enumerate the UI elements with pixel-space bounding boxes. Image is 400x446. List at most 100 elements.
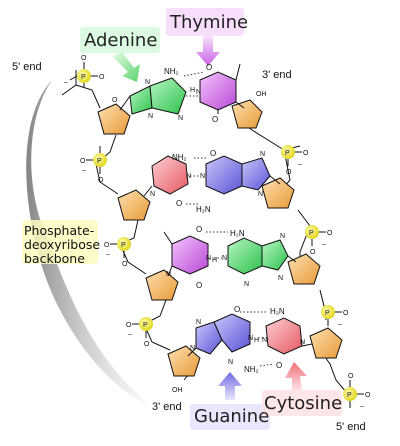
svg-text:N: N: [148, 113, 153, 120]
adenine-label-highlight: [80, 27, 160, 53]
svg-text:N: N: [258, 191, 263, 198]
thymine-base: O N H O: [190, 63, 245, 124]
svg-text:N: N: [244, 281, 249, 288]
svg-text:N: N: [196, 89, 201, 96]
guanine-base: N N O N H N NH₂: [187, 305, 259, 374]
svg-text:N: N: [200, 173, 205, 180]
backbone-label-line2: deoxyribose: [24, 237, 100, 252]
svg-text:N: N: [190, 345, 195, 352]
deoxyribose-sugar: [167, 345, 201, 377]
svg-text:O: O: [99, 74, 105, 81]
phosphate-group: P O O –: [64, 55, 105, 88]
thymine-arrow: [196, 36, 220, 66]
cytosine-arrow: [285, 362, 307, 392]
adenine-label: Adenine: [84, 30, 157, 51]
svg-text:N: N: [186, 173, 191, 180]
svg-text:N: N: [145, 79, 150, 86]
svg-text:H: H: [190, 87, 195, 94]
svg-text:O: O: [112, 97, 118, 104]
svg-text:O: O: [196, 281, 202, 290]
svg-text:N: N: [280, 233, 285, 240]
svg-text:O: O: [81, 55, 87, 62]
guanine-label-highlight: [190, 404, 270, 430]
svg-text:O: O: [176, 199, 182, 208]
phosphate-group: P O O –: [305, 225, 333, 256]
backbone-bracket: [26, 80, 150, 405]
svg-text:P: P: [285, 150, 290, 157]
svg-text:N: N: [178, 115, 183, 122]
svg-text:N: N: [260, 151, 265, 158]
svg-text:O: O: [210, 149, 216, 158]
svg-text:P: P: [143, 322, 148, 329]
svg-text:P: P: [347, 392, 352, 399]
five-prime-end-bottom-label: 5' end: [336, 421, 366, 433]
cytosine-label: Cytosine: [264, 393, 342, 414]
svg-text:NH₂: NH₂: [244, 365, 259, 374]
svg-text:O: O: [234, 305, 240, 314]
adenine-arrow: [112, 52, 140, 82]
svg-text:OH: OH: [256, 91, 267, 98]
guanine-label: Guanine: [194, 406, 269, 427]
deoxyribose-sugar: [97, 103, 131, 135]
three-prime-end-bottom-label: 3' end: [152, 401, 182, 413]
svg-text:NH₂: NH₂: [172, 153, 187, 162]
svg-text:O: O: [80, 158, 86, 165]
svg-text:O: O: [122, 261, 128, 268]
svg-text:O: O: [276, 361, 282, 370]
svg-text:–: –: [64, 79, 68, 86]
cytosine-base: H₂N N O N: [262, 307, 313, 370]
phosphate-group: P O O –: [80, 146, 107, 184]
svg-text:O: O: [206, 63, 212, 72]
guanine-arrow: [218, 372, 242, 400]
svg-text:O: O: [104, 242, 110, 249]
svg-text:N: N: [206, 255, 211, 262]
svg-text:N: N: [222, 255, 227, 262]
svg-text:P: P: [121, 242, 126, 249]
svg-text:–: –: [82, 167, 86, 174]
svg-text:N: N: [300, 339, 305, 346]
svg-text:O: O: [327, 230, 333, 237]
deoxyribose-sugar: [231, 99, 263, 129]
svg-text:O: O: [303, 150, 309, 157]
phosphate-group: P O O –: [104, 237, 131, 268]
svg-text:O: O: [343, 310, 349, 317]
svg-text:–: –: [106, 251, 110, 258]
svg-text:OH: OH: [172, 387, 183, 394]
adenine-base: N N N NH₂: [119, 67, 187, 122]
svg-text:O: O: [126, 322, 132, 329]
svg-text:N: N: [150, 191, 155, 198]
svg-text:H₂N: H₂N: [196, 205, 211, 214]
deoxyribose-sugar: [261, 177, 295, 209]
svg-text:O: O: [98, 177, 104, 184]
svg-text:N: N: [228, 359, 233, 366]
deoxyribose-sugar: [287, 253, 321, 285]
svg-text:–: –: [128, 331, 132, 338]
svg-text:P: P: [325, 310, 330, 317]
thymine-label: Thymine: [169, 12, 248, 33]
guanine-base: O N H₂N N N: [196, 149, 281, 214]
backbone-label-highlight: [22, 220, 98, 264]
svg-text:–: –: [360, 403, 364, 410]
svg-text:N: N: [248, 335, 253, 342]
svg-text:–: –: [298, 161, 302, 168]
backbone-label-line3: backbone: [24, 251, 85, 266]
svg-text:P: P: [81, 74, 86, 81]
svg-text:O: O: [348, 373, 354, 380]
svg-text:–: –: [338, 321, 342, 328]
thymine-base: O N H O N: [163, 225, 217, 290]
svg-text:N: N: [262, 337, 267, 344]
deoxyribose-sugar: [117, 189, 151, 221]
five-prime-end-top-label: 5' end: [12, 61, 42, 73]
svg-text:–: –: [322, 241, 326, 248]
svg-text:O: O: [196, 225, 202, 234]
svg-text:H₂N: H₂N: [230, 229, 245, 238]
svg-text:H: H: [212, 257, 217, 264]
svg-text:O: O: [212, 115, 218, 124]
three-prime-end-top-label: 3' end: [262, 69, 292, 81]
phosphate-group: P O O –: [126, 317, 153, 348]
cytosine-base: NH₂ N O N: [143, 153, 191, 208]
adenine-base: H₂N N N N N: [222, 229, 297, 288]
svg-text:O: O: [144, 341, 150, 348]
